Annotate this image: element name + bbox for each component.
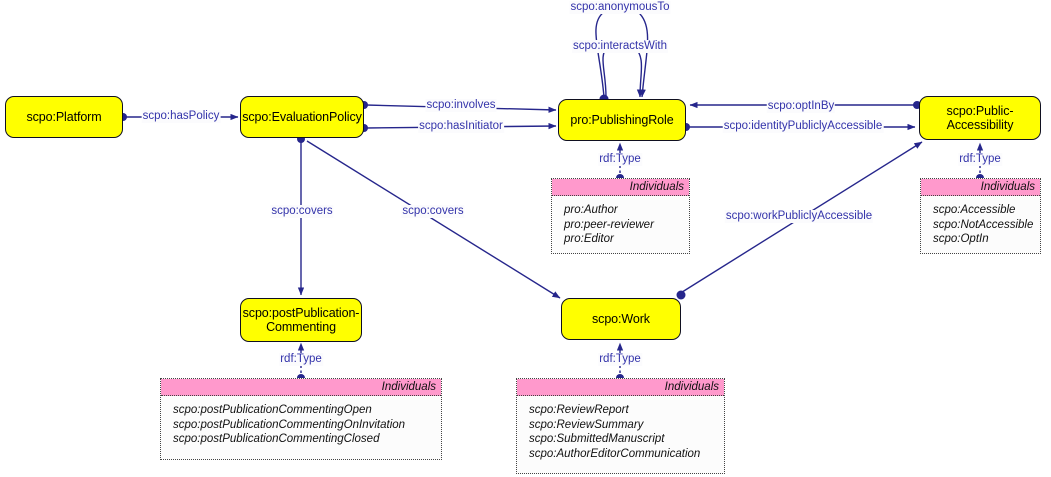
edge-label-rdftype-work: rdf:Type: [598, 353, 642, 366]
list-item: scpo:postPublicationCommentingOpen: [173, 404, 372, 416]
edge-label-haspolicy: scpo:hasPolicy: [141, 110, 221, 123]
edge-label-rdftype-ppc: rdf:Type: [279, 353, 323, 366]
node-work[interactable]: scpo:Work: [561, 298, 681, 340]
node-postpublicationcommenting[interactable]: scpo:postPublication- Commenting: [240, 298, 362, 342]
individuals-body-publishingrole: pro:Author pro:peer-reviewer pro:Editor: [552, 196, 689, 252]
individuals-header-publishingrole: Individuals: [552, 179, 689, 196]
individuals-box-postpublicationcommenting: Individuals scpo:postPublicationCommenti…: [160, 378, 442, 460]
list-item: scpo:ReviewReport: [529, 404, 629, 416]
individuals-box-work: Individuals scpo:ReviewReport scpo:Revie…: [516, 378, 725, 474]
individuals-body-postpublicationcommenting: scpo:postPublicationCommentingOpen scpo:…: [161, 396, 441, 452]
node-evaluationpolicy[interactable]: scpo:EvaluationPolicy: [240, 96, 364, 138]
edge-covers-work: [306, 140, 561, 299]
edge-label-involves: scpo:involves: [425, 99, 497, 112]
edge-label-hasinitiator: scpo:hasInitiator: [418, 120, 504, 133]
node-postpublicationcommenting-label-line1: scpo:postPublication-: [242, 306, 360, 320]
list-item: scpo:postPublicationCommentingOnInvitati…: [173, 418, 406, 431]
node-work-label: scpo:Work: [592, 312, 650, 326]
node-publicaccessibility-label-line2: Accessibility: [946, 118, 1014, 132]
node-publishingrole[interactable]: pro:PublishingRole: [558, 99, 686, 141]
list-item: scpo:NotAccessible: [933, 218, 1034, 231]
node-platform-label: scpo:Platform: [26, 110, 102, 124]
edge-label-interactswith: scpo:interactsWith: [572, 40, 668, 53]
list-item: pro:Author: [564, 204, 618, 216]
list-item: scpo:postPublicationCommentingClosed: [173, 433, 380, 445]
node-publicaccessibility-label-line1: scpo:Public-: [946, 104, 1014, 118]
list-item: pro:peer-reviewer: [564, 218, 654, 231]
node-platform[interactable]: scpo:Platform: [5, 96, 123, 138]
edge-interactswith-in: [633, 45, 644, 98]
list-item: pro:Editor: [564, 233, 614, 245]
individuals-header-postpublicationcommenting: Individuals: [161, 379, 441, 396]
edge-label-covers-work: scpo:covers: [401, 205, 465, 218]
individuals-body-publicaccessibility: scpo:Accessible scpo:NotAccessible scpo:…: [921, 196, 1040, 252]
edge-label-optinby: scpo:optInBy: [766, 100, 836, 113]
edge-label-workpubliclyaccessible: scpo:workPubliclyAccessible: [724, 210, 874, 223]
list-item: scpo:AuthorEditorCommunication: [529, 447, 701, 460]
edge-label-anonymousto: scpo:anonymousTo: [569, 1, 671, 14]
edge-label-rdftype-role: rdf:Type: [598, 153, 642, 166]
node-publishingrole-label: pro:PublishingRole: [570, 113, 674, 127]
edge-label-rdftype-access: rdf:Type: [958, 153, 1002, 166]
node-postpublicationcommenting-label-line2: Commenting: [266, 320, 336, 334]
list-item: scpo:OptIn: [933, 233, 989, 245]
list-item: scpo:SubmittedManuscript: [529, 433, 665, 445]
edge-anonymousto-in: [637, 11, 649, 98]
individuals-header-work: Individuals: [517, 379, 724, 396]
individuals-body-work: scpo:ReviewReport scpo:ReviewSummary scp…: [517, 396, 724, 466]
node-publicaccessibility[interactable]: scpo:Public- Accessibility: [919, 96, 1041, 140]
edge-interactswith: [602, 45, 609, 98]
individuals-box-publicaccessibility: Individuals scpo:Accessible scpo:NotAcce…: [920, 178, 1041, 254]
edge-dot-workpubliclyaccessible: [676, 290, 686, 300]
edge-label-covers-ppc: scpo:covers: [270, 205, 334, 218]
list-item: scpo:ReviewSummary: [529, 418, 644, 431]
edge-anonymousto: [595, 11, 605, 98]
edge-label-identitypubliclyaccessible: scpo:identityPubliclyAccessible: [722, 120, 884, 133]
node-evaluationpolicy-label: scpo:EvaluationPolicy: [242, 110, 362, 124]
individuals-box-publishingrole: Individuals pro:Author pro:peer-reviewer…: [551, 178, 690, 254]
list-item: scpo:Accessible: [933, 204, 1016, 216]
individuals-header-publicaccessibility: Individuals: [921, 179, 1040, 196]
